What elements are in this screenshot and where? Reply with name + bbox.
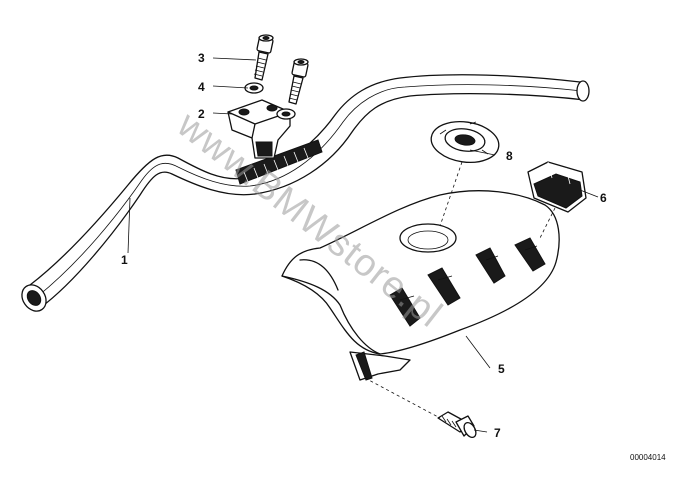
callout-6: 6 xyxy=(600,191,607,205)
ignition-ring xyxy=(430,120,500,164)
callout-5: 5 xyxy=(498,362,505,376)
lock-washer-right xyxy=(276,108,296,120)
callout-2: 2 xyxy=(198,107,205,121)
clamp-bolt-right xyxy=(288,58,309,105)
lock-washer-left xyxy=(244,82,264,94)
callout-4: 4 xyxy=(198,80,205,94)
handlebar xyxy=(21,74,590,312)
leader-lines xyxy=(127,57,599,433)
callout-8: 8 xyxy=(506,149,513,163)
clamp-bolt-left xyxy=(253,34,274,81)
cover-screw xyxy=(437,411,477,439)
handlebar-cover xyxy=(281,190,560,381)
rubber-grommet xyxy=(527,161,587,213)
callout-3: 3 xyxy=(198,51,205,65)
diagram-code: 00004014 xyxy=(630,453,666,462)
callout-7: 7 xyxy=(494,426,501,440)
callout-1: 1 xyxy=(121,253,128,267)
handlebar-clamp xyxy=(227,99,291,159)
